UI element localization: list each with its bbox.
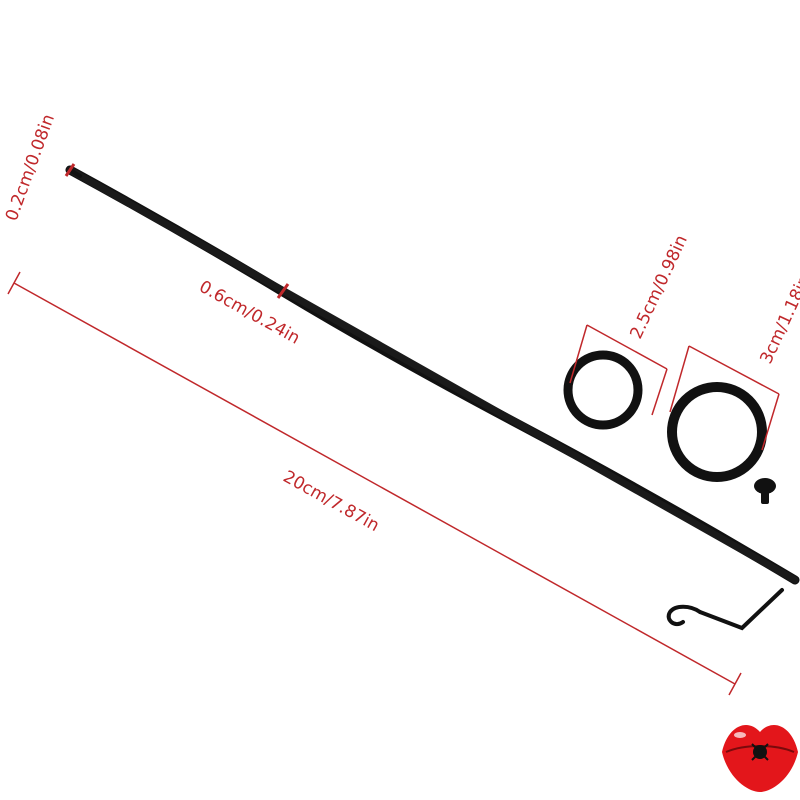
rod-length-label: 20cm/7.87in [280,467,383,536]
small-ring [563,350,643,430]
tip-diameter-label: 0.2cm/0.08in [2,112,59,224]
small-ring-label: 2.5cm/0.98in [626,232,691,342]
screw-cap [754,478,776,504]
lips-logo [722,724,798,792]
sound-rod [65,165,800,585]
dimension-lines [7,163,780,696]
large-ring-label: 3cm/1.18in [756,272,800,367]
pull-hook [666,588,784,631]
large-ring [667,382,767,482]
